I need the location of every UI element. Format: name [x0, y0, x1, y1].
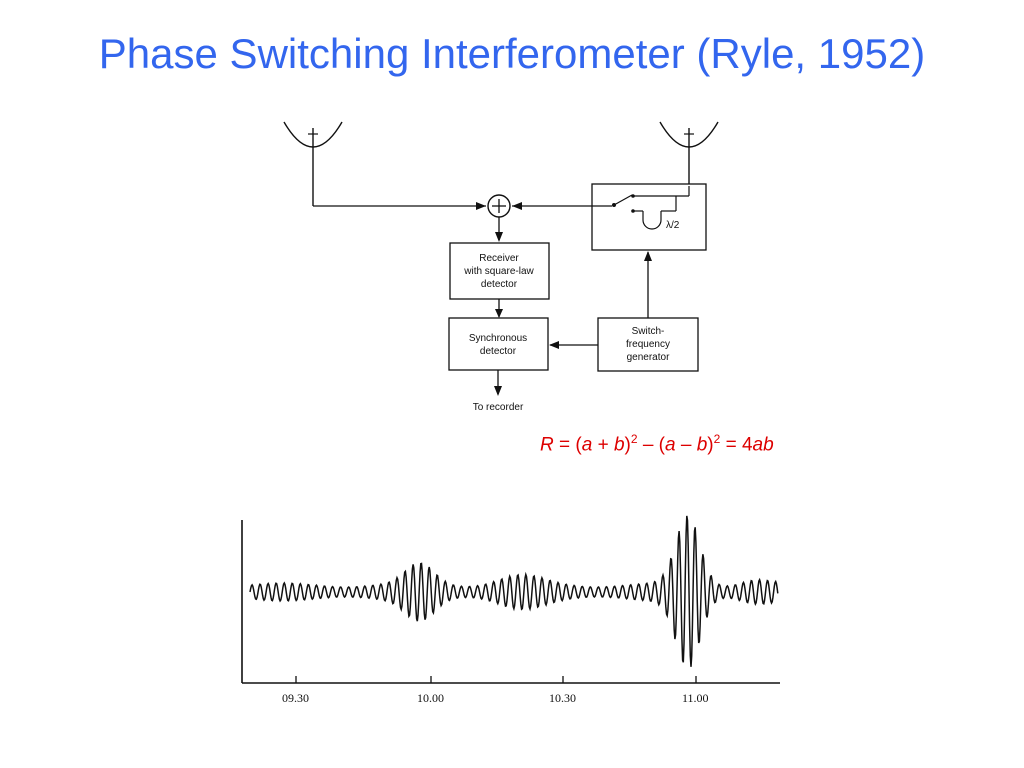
- formula-a1: a: [581, 434, 593, 456]
- chart-tick-label: 10.30: [549, 691, 576, 705]
- phase-switch-arrow: [512, 202, 522, 210]
- switchgen-to-switch-arrow: [644, 251, 652, 261]
- adder-to-receiver-arrow: [495, 232, 503, 242]
- switchgen-to-sync-arrow: [549, 341, 559, 349]
- receiver-label-3: detector: [481, 279, 518, 290]
- switchgen-label-3: generator: [627, 352, 670, 363]
- formula-ab: ab: [752, 434, 774, 456]
- chart-tick-label: 09.30: [282, 691, 309, 705]
- formula-exp2: 2: [713, 432, 721, 446]
- formula-part: = 4: [720, 434, 753, 456]
- receiver-label-1: Receiver: [479, 253, 519, 264]
- chart-tick-label: 11.00: [682, 691, 709, 705]
- feed-left-arrow: [476, 202, 486, 210]
- formula-R: R: [540, 434, 554, 456]
- formula-part: – (: [637, 434, 665, 456]
- sync-label-2: detector: [480, 346, 517, 357]
- formula-part: = (: [553, 434, 582, 456]
- half-wave-loop: [642, 211, 662, 230]
- formula-part: ): [707, 434, 714, 456]
- lambda-label: λ/2: [666, 220, 680, 231]
- sync-label-1: Synchronous: [469, 333, 527, 344]
- formula-part: +: [592, 434, 614, 456]
- phase-switch-box: [591, 183, 707, 251]
- formula-a2: a: [665, 434, 676, 456]
- sync-output-arrow: [494, 386, 502, 396]
- chart-tick-label: 10.00: [417, 691, 444, 705]
- fringe-trace: [249, 515, 779, 667]
- switch-generator-box: [597, 317, 699, 372]
- switchgen-label-2: frequency: [626, 339, 670, 350]
- formula-b1: b: [613, 434, 625, 456]
- formula: R = (a + b)2 – (a – b)2 = 4ab: [540, 432, 940, 456]
- formula-b2: b: [696, 434, 708, 456]
- receiver-box: [449, 242, 550, 300]
- formula-part: ): [624, 434, 631, 456]
- switchgen-label-1: Switch-: [632, 326, 665, 337]
- to-recorder-label: To recorder: [473, 402, 524, 413]
- formula-exp1: 2: [630, 432, 638, 446]
- formula-part: –: [675, 434, 697, 456]
- sync-detector-box: [448, 317, 549, 371]
- receiver-to-sync-arrow: [495, 309, 503, 318]
- slide-title: Phase Switching Interferometer (Ryle, 19…: [98, 30, 926, 77]
- receiver-label-2: with square-law: [463, 266, 534, 277]
- chart-ticks: 09.30 10.00 10.30 11.00: [282, 676, 709, 705]
- switch-blade: [613, 194, 633, 206]
